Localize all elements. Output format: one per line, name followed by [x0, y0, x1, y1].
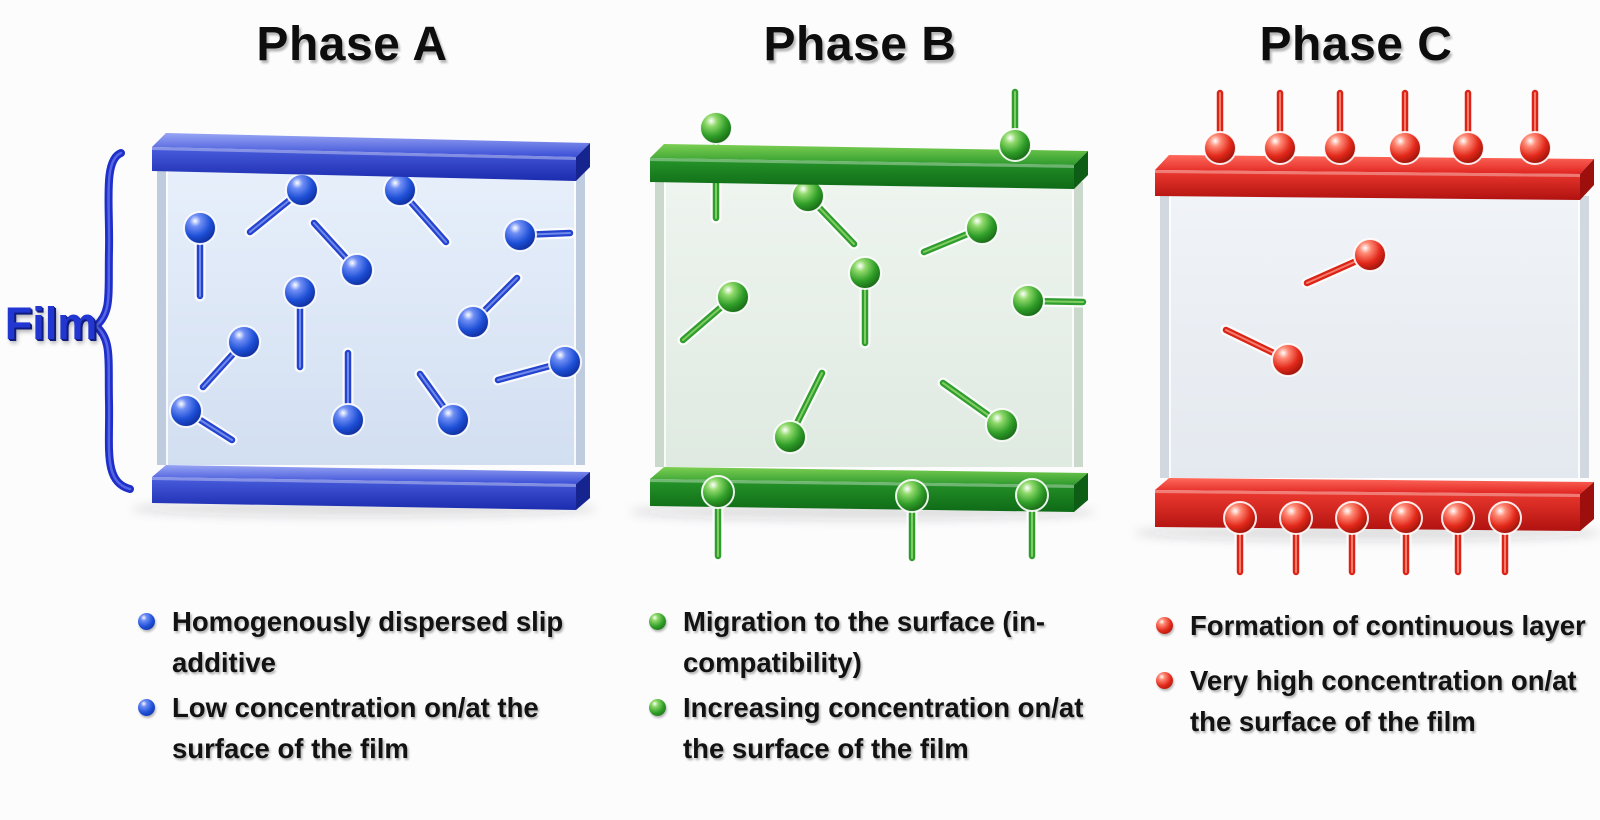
bullet-text-line: Migration to the surface (in-: [683, 606, 1046, 637]
additive-molecule: [985, 408, 1019, 442]
additive-molecule: [895, 479, 929, 513]
additive-molecule: [716, 280, 750, 314]
additive-molecule: [183, 211, 217, 245]
green-ball-bullet-icon: [649, 613, 666, 630]
list-item: Increasing concentration on/at the surfa…: [649, 687, 1129, 769]
bullet-text-line: the surface of the film: [683, 733, 969, 764]
blue-ball-bullet-icon: [138, 699, 155, 716]
green-ball-bullet-icon: [649, 699, 666, 716]
bullet-text-line: additive: [172, 647, 276, 678]
red-ball-bullet-icon: [1156, 672, 1173, 689]
additive-molecule: [1263, 131, 1297, 165]
phase-c-title: Phase C: [1259, 18, 1453, 71]
additive-molecule: [1353, 238, 1387, 272]
additive-molecule: [331, 403, 365, 437]
list-item: Migration to the surface (in- compatibil…: [649, 601, 1129, 683]
additive-molecule: [1015, 478, 1049, 512]
additive-molecule: [285, 173, 319, 207]
additive-molecule: [1203, 131, 1237, 165]
additive-molecule: [1323, 131, 1357, 165]
list-item: Homogenously dispersed slip additive: [138, 601, 618, 683]
bullet-text-line: the surface of the film: [1190, 706, 1476, 737]
red-ball-bullet-icon: [1156, 617, 1173, 634]
phase-b-bullets: Migration to the surface (in- compatibil…: [649, 601, 1129, 773]
bullet-text-line: compatibility): [683, 647, 862, 678]
additive-molecule: [436, 403, 470, 437]
additive-molecule: [503, 218, 537, 252]
additive-molecule: [1279, 501, 1313, 535]
additive-molecule: [701, 475, 735, 509]
bullet-text-line: Very high concentration on/at: [1190, 665, 1577, 696]
additive-molecule: [1389, 501, 1423, 535]
blue-ball-bullet-icon: [138, 613, 155, 630]
list-item: Formation of continuous layer: [1156, 605, 1600, 646]
film-panel-A: [130, 133, 598, 517]
additive-molecule: [1011, 284, 1045, 318]
additive-molecule: [1441, 501, 1475, 535]
additive-molecule: [383, 173, 417, 207]
additive-molecule: [1271, 343, 1305, 377]
additive-molecule: [283, 275, 317, 309]
bullet-text-line: Increasing concentration on/at: [683, 692, 1084, 723]
bullet-text-line: Low concentration on/at the: [172, 692, 539, 723]
film-panel-C: [1133, 87, 1600, 578]
additive-molecule: [998, 128, 1032, 162]
additive-molecule: [1488, 501, 1522, 535]
additive-molecule: [227, 325, 261, 359]
list-item: Very high concentration on/at the surfac…: [1156, 660, 1600, 742]
phase-a-title: Phase A: [256, 18, 448, 71]
additive-molecule: [1518, 131, 1552, 165]
additive-molecule: [848, 256, 882, 290]
additive-molecule: [340, 253, 374, 287]
bullet-text-line: Homogenously dispersed slip: [172, 606, 564, 637]
phase-b-title: Phase B: [763, 18, 957, 71]
additive-molecule: [1451, 131, 1485, 165]
film-panel-B: [628, 86, 1096, 564]
additive-molecule: [548, 345, 582, 379]
additive-molecule: [699, 111, 733, 145]
additive-molecule: [1335, 501, 1369, 535]
additive-molecule: [773, 420, 807, 454]
additive-molecule: [1388, 131, 1422, 165]
phase-c-bullets: Formation of continuous layer Very high …: [1156, 605, 1600, 756]
additive-molecule: [791, 179, 825, 213]
bullet-text-line: surface of the film: [172, 733, 409, 764]
film-label: Film: [4, 298, 98, 349]
additive-molecule: [965, 211, 999, 245]
phase-a-bullets: Homogenously dispersed slip additive Low…: [138, 601, 618, 773]
list-item: Low concentration on/at the surface of t…: [138, 687, 618, 769]
additive-molecule: [169, 394, 203, 428]
additive-molecule: [1223, 501, 1257, 535]
bullet-text-line: Formation of continuous layer: [1190, 610, 1586, 641]
additive-molecule: [456, 305, 490, 339]
film-brace-highlight: [94, 151, 132, 491]
